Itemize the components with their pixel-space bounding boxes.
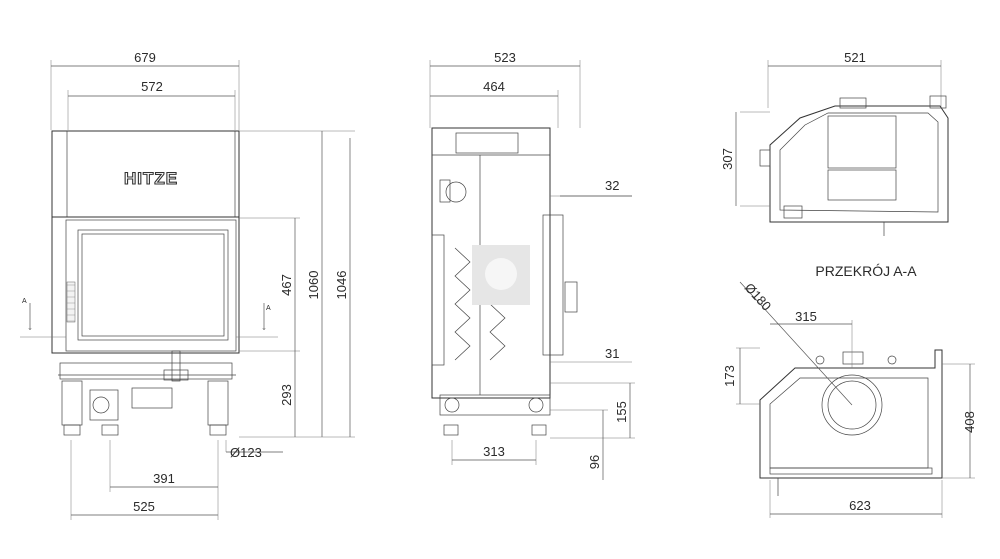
- front-outlet-circle: [92, 396, 110, 414]
- top-view: 521 307: [720, 50, 949, 236]
- dim-overall-width: 679: [134, 50, 156, 65]
- dim-bottom-offset: 31: [605, 346, 619, 361]
- dim-top-height: 307: [720, 148, 735, 170]
- dim-outlet-bottom: 96: [587, 455, 602, 469]
- top-grate: [827, 115, 897, 169]
- section-body: [759, 349, 943, 479]
- section-view: PRZEKRÓJ A-A Ø180 315 173 408 623: [722, 263, 977, 518]
- dim-outlet-height: 155: [614, 401, 629, 423]
- dim-base-height: 293: [279, 384, 294, 406]
- front-glass: [77, 229, 229, 341]
- dim-inner-width: 572: [141, 79, 163, 94]
- dim-leg-spacing: 391: [153, 471, 175, 486]
- section-mark-right: A: [266, 305, 271, 312]
- dim-overall-depth: 523: [494, 50, 516, 65]
- dim-section-center-y: 173: [722, 365, 737, 387]
- dim-leg-outer: 525: [133, 499, 155, 514]
- front-grille: [66, 281, 76, 323]
- brand-logo: HITZE: [124, 169, 178, 188]
- dim-total-height: 1060: [306, 271, 321, 300]
- side-baffle-left: [454, 247, 471, 361]
- side-view: 523 464 32 31 155: [429, 50, 635, 480]
- side-air-inlet: [445, 181, 467, 203]
- top-body: [769, 105, 949, 223]
- dim-base-depth: 313: [483, 444, 505, 459]
- front-view: 679 572 HITZE A: [20, 50, 355, 520]
- door-handle: [171, 350, 181, 382]
- dim-top-width: 521: [844, 50, 866, 65]
- dim-front-diameter: Ø123: [230, 445, 262, 460]
- section-mark-left: A: [22, 298, 27, 305]
- dim-section-width: 623: [849, 498, 871, 513]
- front-base-rail: [59, 362, 233, 380]
- dim-top-offset: 32: [605, 178, 619, 193]
- side-door: [542, 214, 564, 356]
- section-title: PRZEKRÓJ A-A: [815, 263, 917, 279]
- dim-height-1046: 1046: [334, 271, 349, 300]
- section-flue-inner: [827, 380, 877, 430]
- section-flue-outer: [821, 374, 883, 436]
- dim-door-height: 467: [279, 274, 294, 296]
- dim-section-diameter: Ø180: [742, 280, 774, 314]
- dim-section-depth: 408: [962, 411, 977, 433]
- front-door-frame: [51, 216, 240, 354]
- dim-inner-depth: 464: [483, 79, 505, 94]
- dim-section-center-x: 315: [795, 309, 817, 324]
